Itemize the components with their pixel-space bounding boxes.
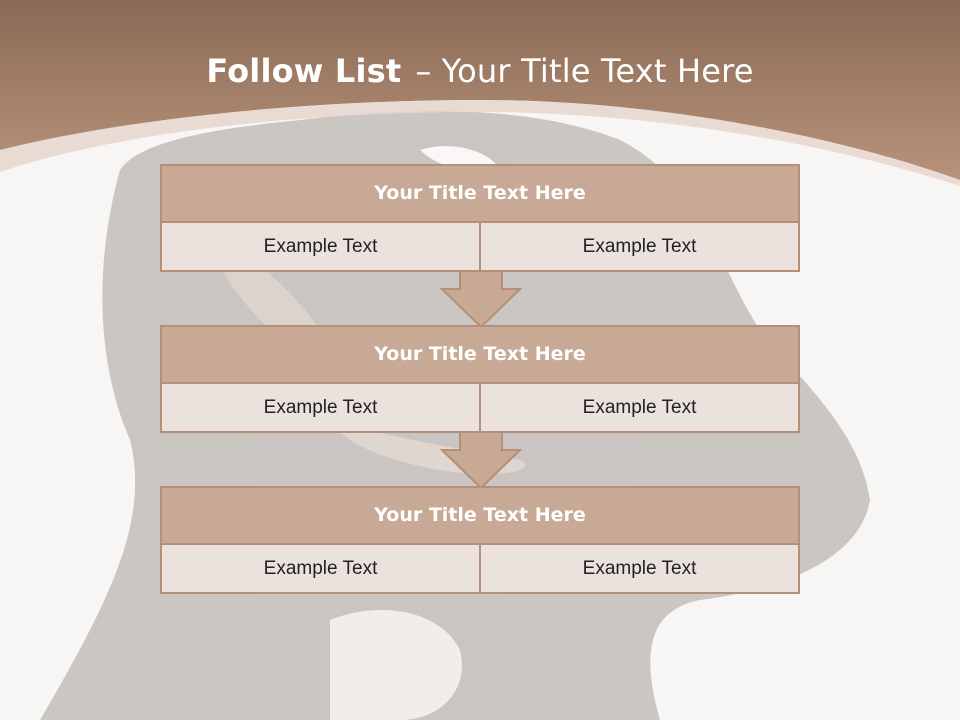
header-band [0,0,960,186]
step-row: Example Text Example Text [162,545,798,592]
title-bold: Follow List [206,52,402,90]
step-row: Example Text Example Text [162,223,798,270]
title-separator: – [415,52,432,90]
step-title: Your Title Text Here [162,166,798,223]
step-block-1: Your Title Text Here Example Text Exampl… [160,164,800,272]
down-arrow-icon [440,432,522,490]
step-cell-left: Example Text [162,223,481,270]
slide-title: Follow List–Your Title Text Here [0,52,960,90]
step-cell-left: Example Text [162,545,481,592]
title-rest: Your Title Text Here [441,52,754,90]
step-title: Your Title Text Here [162,488,798,545]
step-cell-right: Example Text [481,384,798,431]
step-row: Example Text Example Text [162,384,798,431]
step-cell-right: Example Text [481,545,798,592]
step-block-3: Your Title Text Here Example Text Exampl… [160,486,800,594]
down-arrow-icon [440,271,522,329]
step-title: Your Title Text Here [162,327,798,384]
step-cell-right: Example Text [481,223,798,270]
step-block-2: Your Title Text Here Example Text Exampl… [160,325,800,433]
step-cell-left: Example Text [162,384,481,431]
